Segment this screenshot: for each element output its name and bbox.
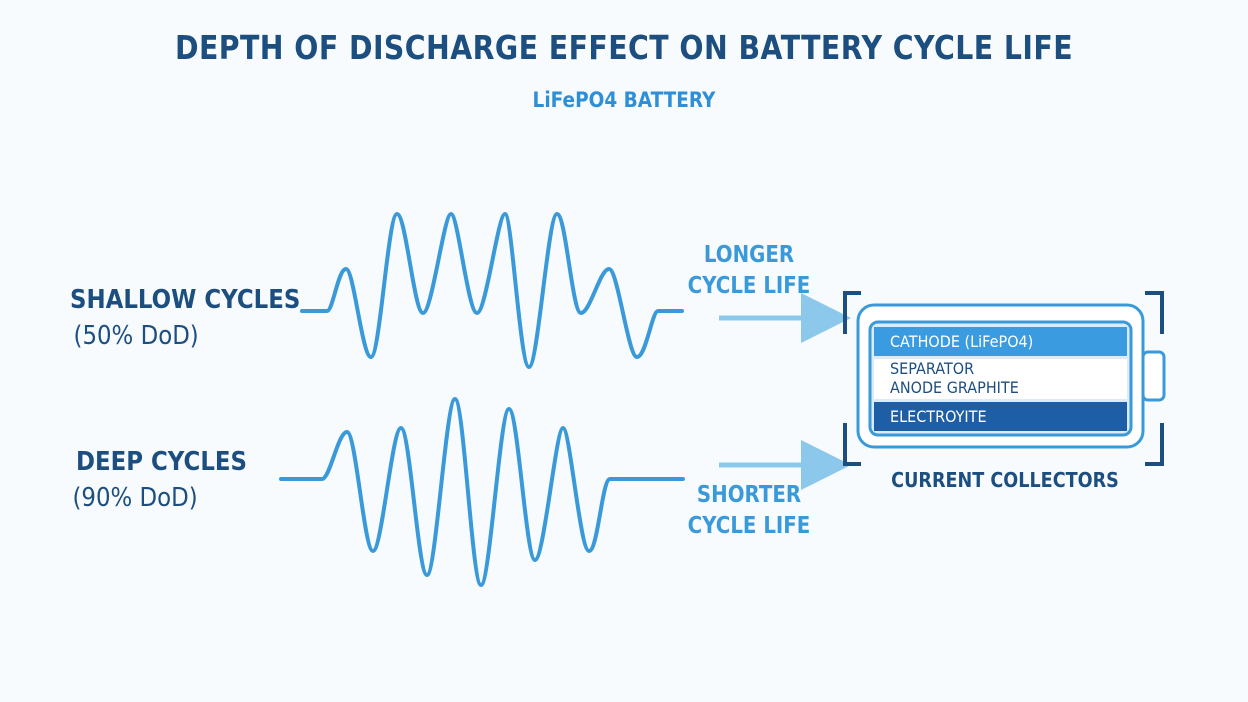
electrolyte-layer: ELECTROYITE (874, 402, 1127, 431)
shorter-line-2: CYCLE LIFE (687, 513, 811, 539)
longer-line-1: LONGER (703, 242, 795, 268)
separator-label: SEPARATOR (890, 359, 975, 378)
separator-anode-layer: SEPARATOR ANODE GRAPHITE (874, 359, 1127, 399)
deep-cycles-dod: (90% DoD) (72, 483, 198, 513)
shallow-cycle-waveform (300, 212, 684, 369)
battery-terminal (1141, 350, 1166, 402)
electrolyte-label: ELECTROYITE (890, 407, 987, 426)
deep-cycles-title: DEEP CYCLES (76, 447, 248, 477)
cathode-label: CATHODE (LiFePO4) (890, 332, 1034, 351)
diagram-title: DEPTH OF DISCHARGE EFFECT ON BATTERY CYC… (174, 28, 1074, 67)
longer-line-2: CYCLE LIFE (687, 273, 811, 299)
shallow-cycles-dod: (50% DoD) (73, 321, 199, 351)
deep-cycles-label: DEEP CYCLES (90% DoD) (72, 444, 248, 516)
current-collectors-label: CURRENT COLLECTORS (891, 468, 1119, 492)
shallow-cycles-label: SHALLOW CYCLES (50% DoD) (70, 282, 300, 354)
diagram-subtitle: LiFePO4 BATTERY (532, 88, 716, 112)
cathode-layer: CATHODE (LiFePO4) (874, 327, 1127, 356)
shallow-cycles-title: SHALLOW CYCLES (70, 285, 301, 315)
current-collector-brackets (843, 291, 1164, 466)
shorter-line-1: SHORTER (696, 482, 802, 508)
deep-cycle-waveform (279, 397, 685, 587)
longer-cycle-life-label: LONGER CYCLE LIFE (685, 240, 814, 302)
anode-label: ANODE GRAPHITE (890, 378, 1019, 397)
shorter-cycle-life-label: SHORTER CYCLE LIFE (685, 480, 814, 542)
